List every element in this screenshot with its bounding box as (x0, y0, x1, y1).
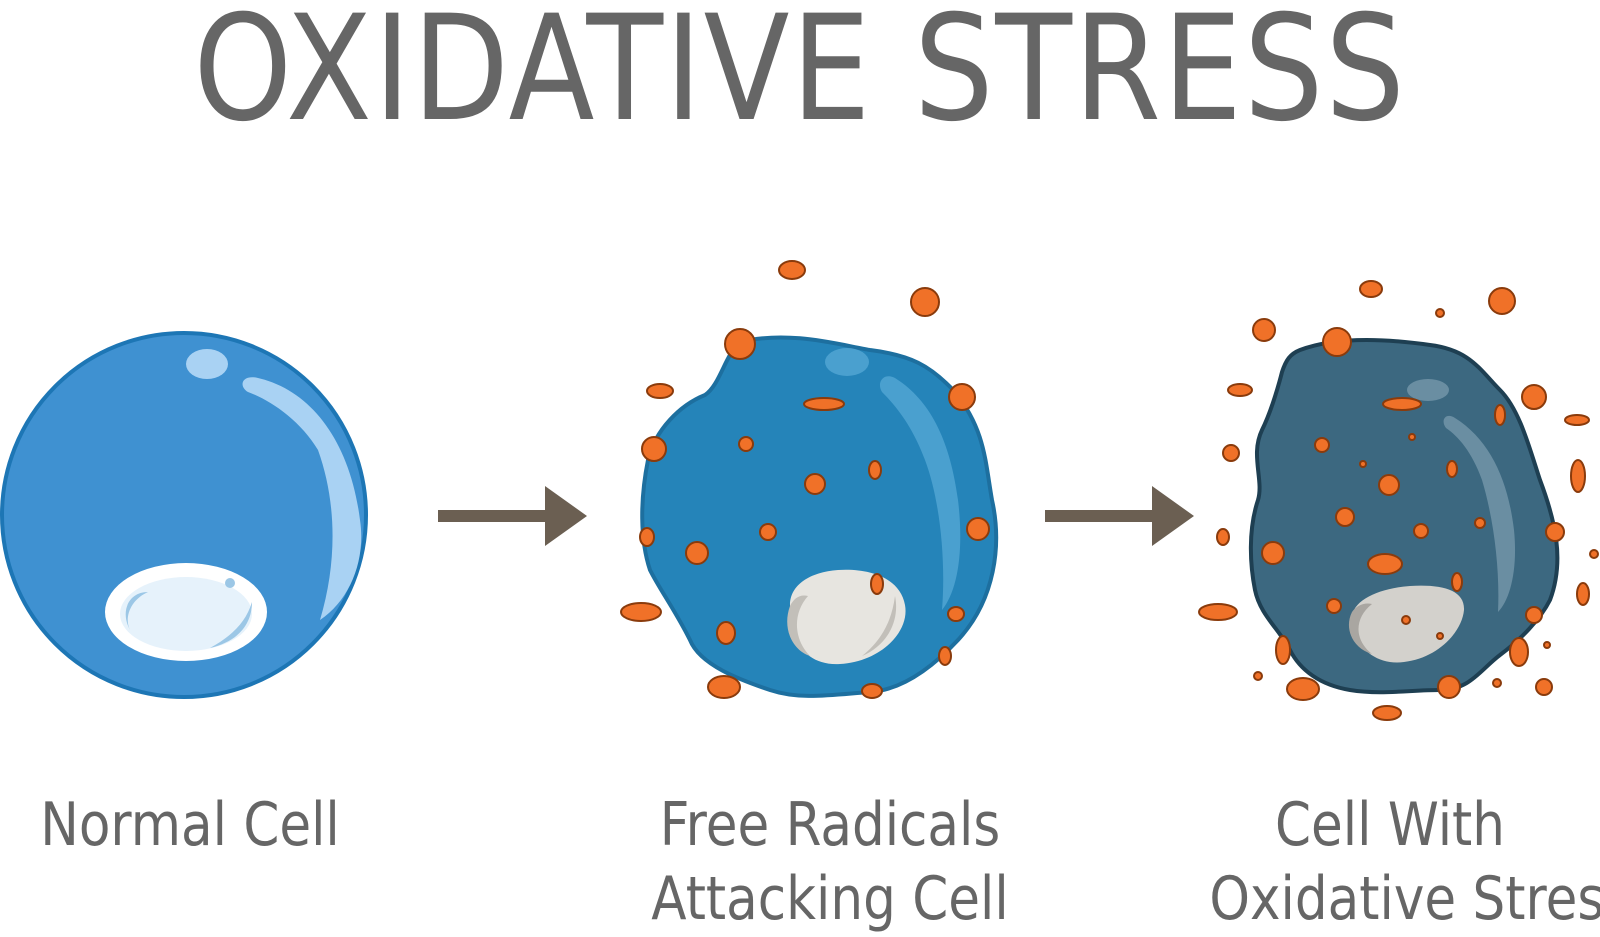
free-radical (1253, 671, 1263, 681)
free-radical (1564, 414, 1590, 426)
stage-label-line: Normal Cell (40, 790, 340, 860)
free-radical (1382, 397, 1422, 411)
free-radical (938, 646, 952, 666)
normal-cell-nucleus (105, 563, 267, 661)
free-radical (620, 602, 662, 622)
free-radical (1261, 541, 1285, 565)
free-radical (1576, 582, 1590, 606)
attacked-cell-highlight (879, 376, 961, 610)
free-radicals (620, 260, 990, 699)
free-radical (861, 683, 883, 699)
free-radical (1216, 528, 1230, 546)
free-radical (1408, 433, 1416, 441)
free-radical (1314, 437, 1330, 453)
free-radical (1372, 705, 1402, 721)
free-radical (1335, 507, 1355, 527)
arrow-right-icon (1045, 486, 1194, 546)
free-radical (1492, 678, 1502, 688)
free-radical (759, 523, 777, 541)
free-radical (1474, 517, 1486, 529)
free-radical (1589, 549, 1599, 559)
free-radical (1437, 675, 1461, 699)
free-radical (910, 287, 940, 317)
free-radical (724, 328, 756, 360)
free-radical (1275, 635, 1291, 665)
normal-cell-highlight (242, 377, 362, 620)
stressed-cell-illustration (1198, 280, 1599, 721)
free-radical (1451, 572, 1463, 592)
free-radical (716, 621, 736, 645)
stressed-cell-highlight (1443, 415, 1516, 612)
free-radical (1326, 598, 1342, 614)
free-radical (641, 436, 667, 462)
free-radical (1198, 603, 1238, 621)
free-radical (1322, 327, 1352, 357)
free-radical (639, 527, 655, 547)
free-radical (1535, 678, 1553, 696)
free-radical (1227, 383, 1253, 397)
page-title: OXIDATIVE STRESS (193, 0, 1407, 154)
stage-label-line: Cell With (1274, 790, 1505, 860)
free-radical (868, 460, 882, 480)
free-radical (1543, 641, 1551, 649)
free-radical (685, 541, 709, 565)
free-radical (1521, 384, 1547, 410)
free-radical (947, 606, 965, 622)
stage-label-line: Free Radicals (659, 790, 1001, 860)
free-radical (707, 675, 741, 699)
free-radical (1435, 308, 1445, 318)
free-radical (1488, 287, 1516, 315)
free-radical (1494, 404, 1506, 426)
stage-label-free-radicals: Free Radicals Attacking Cell (649, 788, 1010, 936)
attacked-cell-illustration (620, 260, 999, 699)
free-radical (1286, 677, 1320, 701)
free-radical (804, 473, 826, 495)
free-radical (738, 436, 754, 452)
free-radical (948, 383, 976, 411)
free-radical (1436, 632, 1444, 640)
free-radical (646, 383, 674, 399)
free-radical (966, 517, 990, 541)
normal-cell-body (0, 331, 368, 699)
normal-cell-illustration (0, 331, 368, 699)
arrow-right-icon (438, 486, 587, 546)
stressed-cell-shine (1407, 379, 1449, 401)
free-radical (1378, 474, 1400, 496)
stage-label-normal-cell: Normal Cell (27, 788, 354, 862)
free-radical (1446, 460, 1458, 478)
free-radical (1545, 522, 1565, 542)
free-radical (1359, 460, 1367, 468)
attacked-cell-shine (825, 348, 869, 376)
oxidized-particles (1198, 280, 1599, 721)
stage-label-oxidative-stress: Cell With Oxidative Stress (1209, 788, 1600, 936)
free-radical (1367, 553, 1403, 575)
free-radical (1252, 318, 1276, 342)
free-radical (778, 260, 806, 280)
stage-label-line: Attacking Cell (651, 864, 1009, 934)
free-radical (870, 573, 884, 595)
free-radical (1222, 444, 1240, 462)
free-radical (803, 397, 845, 411)
stage-label-line: Oxidative Stress (1209, 864, 1600, 934)
normal-cell-shine (186, 349, 228, 379)
free-radical (1359, 280, 1383, 298)
free-radical (1413, 523, 1429, 539)
free-radical (1525, 606, 1543, 624)
free-radical (1401, 615, 1411, 625)
free-radical (1570, 459, 1586, 493)
free-radical (1509, 637, 1529, 667)
